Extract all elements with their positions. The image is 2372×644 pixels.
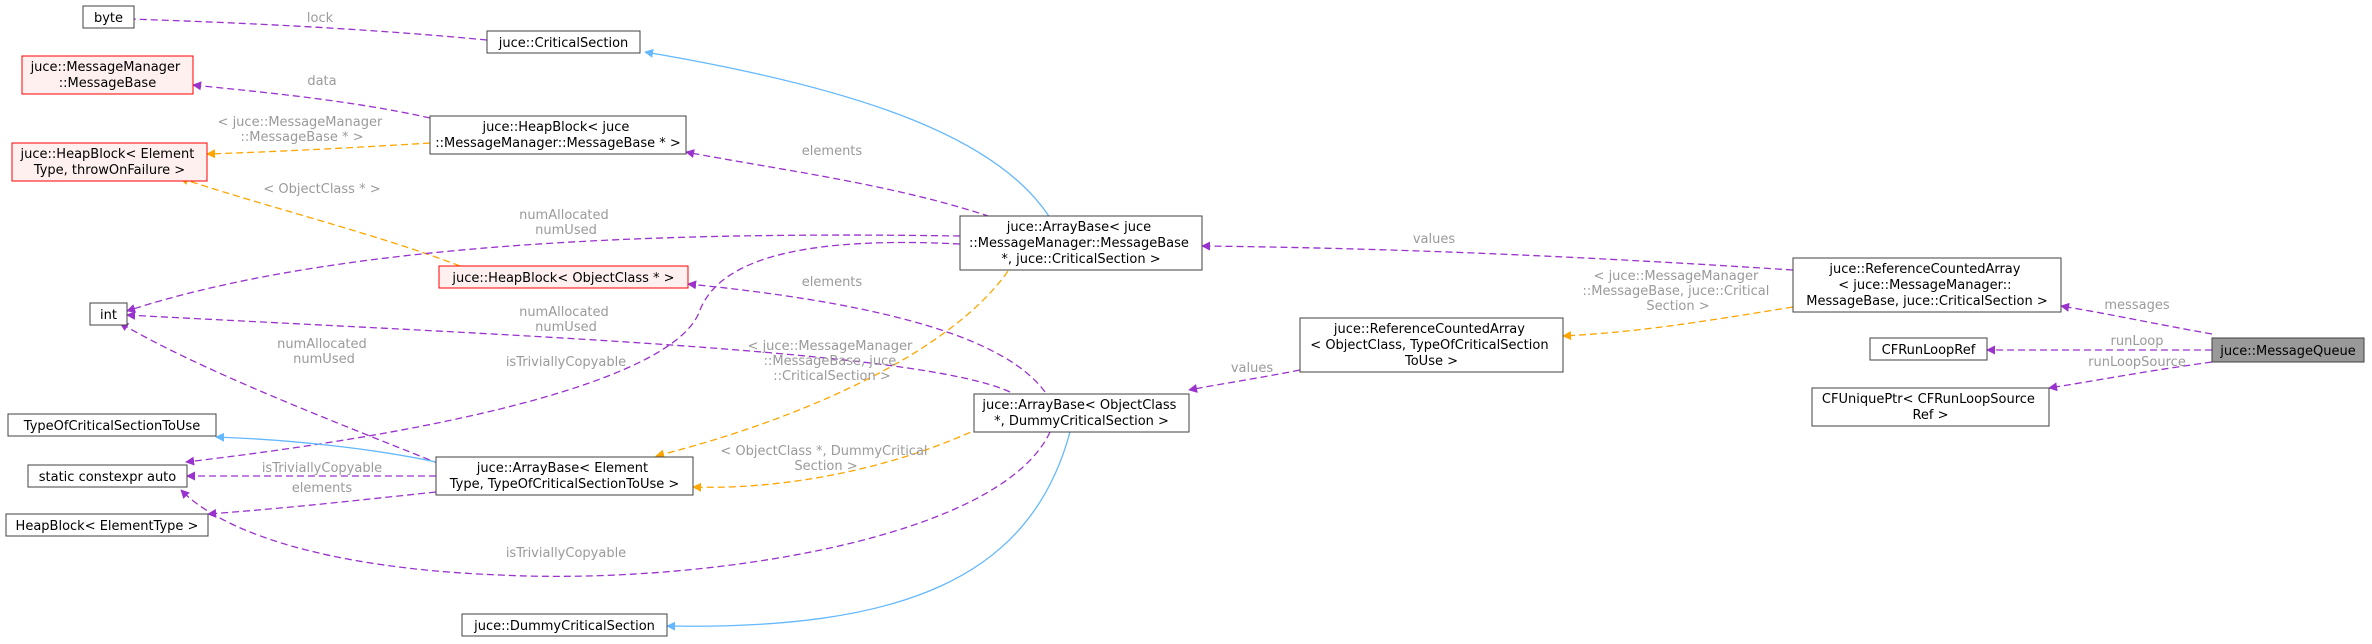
edge-runloopsource: [2048, 361, 2213, 392]
edge-label-runloop: runLoop: [2111, 334, 2164, 349]
edges: [97, 13, 2213, 631]
node-critical-section[interactable]: juce::CriticalSection: [486, 30, 641, 54]
node-static-constexpr-auto[interactable]: static constexpr auto: [27, 464, 188, 488]
edge-label-template-objclass: < ObjectClass * >: [263, 182, 380, 197]
node-refcounted-message[interactable]: juce::ReferenceCountedArray < juce::Mess…: [1792, 257, 2062, 313]
svg-text:CFRunLoopRef: CFRunLoopRef: [1882, 343, 1976, 358]
node-int[interactable]: int: [89, 302, 128, 326]
svg-text:juce::ArrayBase< Element: juce::ArrayBase< Element Type, TypeOfCri…: [449, 461, 680, 492]
svg-text:juce::HeapBlock< ObjectClass *: juce::HeapBlock< ObjectClass * >: [451, 271, 674, 286]
node-cfrunloopref[interactable]: CFRunLoopRef: [1869, 337, 1988, 361]
edge-label-template-msg-cs: < juce::MessageManager ::MessageBase, ju…: [748, 339, 917, 384]
edge-label-trivially-mid: isTriviallyCopyable: [506, 355, 626, 370]
svg-text:juce::DummyCriticalSection: juce::DummyCriticalSection: [473, 619, 655, 634]
edge-inherit-type-of-cs: [215, 432, 437, 463]
node-message-queue[interactable]: juce::MessageQueue: [2211, 337, 2365, 363]
edge-values-mid: [1188, 369, 1301, 393]
edge-num-mid: [126, 310, 1011, 393]
svg-text:byte: byte: [94, 11, 123, 26]
svg-text:juce::CriticalSection: juce::CriticalSection: [498, 36, 629, 51]
node-heapblock-generic[interactable]: juce::HeapBlock< Element Type, throwOnFa…: [11, 142, 208, 182]
edge-label-elements-top: elements: [802, 144, 863, 159]
node-heapblock-objclass[interactable]: juce::HeapBlock< ObjectClass * >: [438, 265, 689, 289]
edge-num-top: [126, 234, 961, 313]
edge-elements-mid: [687, 280, 1046, 393]
svg-text:int: int: [100, 308, 117, 323]
svg-text:juce::HeapBlock< Element: juce::HeapBlock< Element Type, throwOnFa…: [20, 147, 199, 178]
edge-template-obj-dummy: [692, 417, 1001, 492]
node-type-of-critical-section[interactable]: TypeOfCriticalSectionToUse: [7, 413, 217, 437]
edge-label-data: data: [307, 74, 336, 89]
svg-text:juce::ArrayBase< ObjectClass: juce::ArrayBase< ObjectClass *, DummyCri…: [981, 398, 1180, 429]
edge-template-msg-cs: [655, 261, 1015, 459]
node-refcounted-generic[interactable]: juce::ReferenceCountedArray < ObjectClas…: [1299, 317, 1564, 373]
node-cfuniqueptr[interactable]: CFUniquePtr< CFRunLoopSource Ref >: [1811, 387, 2050, 427]
svg-text:TypeOfCriticalSectionToUse: TypeOfCriticalSectionToUse: [23, 419, 200, 434]
edge-labels: lock data < juce::MessageManager ::Messa…: [218, 11, 2186, 561]
edge-inherit-critical-section: [644, 48, 1051, 219]
edge-template-refc: [1562, 306, 1794, 341]
edge-elements-left: [207, 491, 437, 518]
node-byte[interactable]: byte: [82, 5, 135, 29]
svg-text:juce::ReferenceCountedArray: juce::ReferenceCountedArray < juce::Mess…: [1806, 262, 2047, 309]
svg-text:juce::ReferenceCountedArray: juce::ReferenceCountedArray < ObjectClas…: [1310, 322, 1552, 369]
edge-label-values-mid: values: [1231, 361, 1274, 376]
edge-trivially-bottom: [180, 431, 1051, 577]
edge-label-template-obj-dummy: < ObjectClass *, DummyCritical Section >: [720, 444, 931, 474]
edge-label-num-mid: numAllocated numUsed: [519, 305, 613, 335]
edge-label-num-top: numAllocated numUsed: [519, 208, 613, 238]
edge-label-trivially-left: isTriviallyCopyable: [262, 461, 382, 476]
edge-values-top: [1201, 241, 1794, 271]
edge-elements-top: [685, 149, 1001, 221]
edge-label-lock: lock: [307, 11, 334, 26]
edge-num-low: [119, 322, 441, 465]
svg-text:juce::MessageManager :: juce::MessageManager ::MessageBase: [30, 60, 185, 91]
node-arraybase-objectclass[interactable]: juce::ArrayBase< ObjectClass *, DummyCri…: [973, 393, 1190, 433]
nodes: byte juce::CriticalSection juce::Message…: [5, 5, 2365, 637]
edge-label-elements-left: elements: [292, 481, 353, 496]
edge-label-template-refc: < juce::MessageManager ::MessageBase, ju…: [1582, 269, 1773, 314]
svg-text:HeapBlock< ElementType >: HeapBlock< ElementType >: [16, 519, 199, 534]
node-message-base[interactable]: juce::MessageManager ::MessageBase: [21, 55, 194, 95]
node-arraybase-msg[interactable]: juce::ArrayBase< juce ::MessageManager::…: [959, 215, 1203, 271]
edge-label-runloopsource: runLoopSource: [2088, 355, 2186, 370]
edge-lock: [97, 13, 488, 41]
edge-inherit-dummy: [666, 431, 1071, 631]
edge-template-msgbase: [206, 142, 431, 159]
edge-label-trivially-bottom: isTriviallyCopyable: [506, 546, 626, 561]
svg-text:static constexpr auto: static constexpr auto: [39, 470, 177, 485]
edge-data: [192, 81, 431, 119]
edge-label-messages: messages: [2104, 298, 2169, 313]
edge-label-template-msgbase: < juce::MessageManager ::MessageBase * >: [218, 115, 387, 145]
edge-messages: [2060, 302, 2213, 335]
edge-label-num-low: numAllocated numUsed: [277, 337, 371, 367]
svg-text:CFUniquePtr< CFRunLoopSource: CFUniquePtr< CFRunLoopSource Ref >: [1822, 392, 2039, 423]
edge-label-elements-mid: elements: [802, 275, 863, 290]
node-heapblock-elementtype[interactable]: HeapBlock< ElementType >: [5, 513, 209, 537]
node-arraybase-generic[interactable]: juce::ArrayBase< Element Type, TypeOfCri…: [435, 456, 694, 496]
edge-trivially-mid: [185, 241, 961, 466]
node-heapblock-msgbase[interactable]: juce::HeapBlock< juce ::MessageManager::…: [429, 115, 687, 155]
svg-text:juce::HeapBlock< juce: juce::HeapBlock< juce ::MessageManager::…: [435, 120, 681, 151]
svg-text:juce::ArrayBase< juce: juce::ArrayBase< juce ::MessageManager::…: [969, 220, 1193, 267]
node-dummy-critical-section[interactable]: juce::DummyCriticalSection: [461, 613, 668, 637]
svg-text:juce::MessageQueue: juce::MessageQueue: [2219, 344, 2355, 359]
edge-label-values-top: values: [1413, 232, 1456, 247]
